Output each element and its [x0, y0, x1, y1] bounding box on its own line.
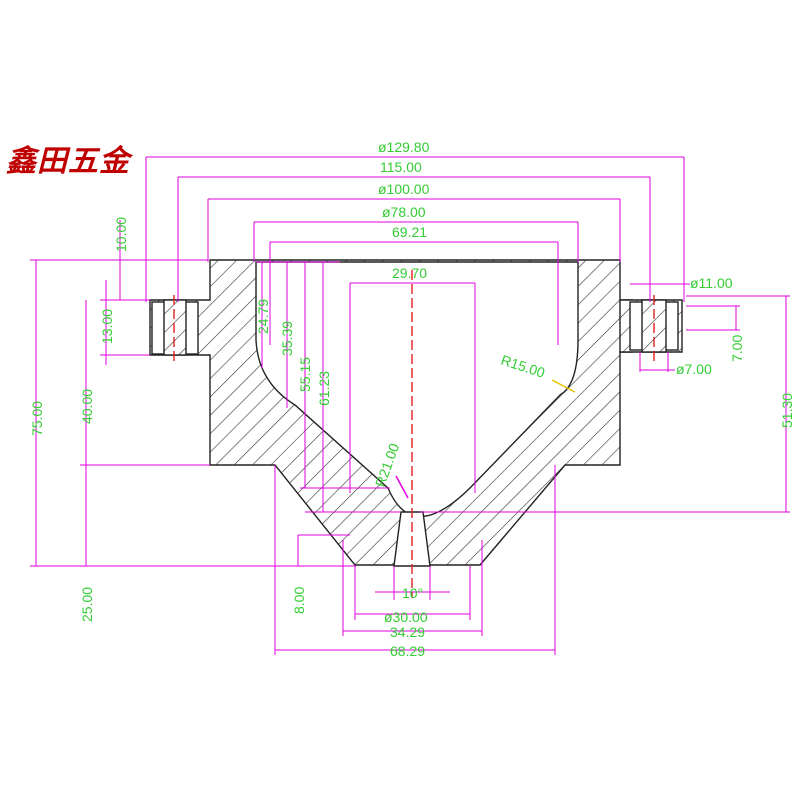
- r15-leader: [551, 379, 576, 393]
- label-h51: 51.30: [779, 393, 795, 428]
- label-h35: 35.39: [279, 321, 295, 356]
- label-w68: 68.29: [390, 643, 425, 659]
- label-h55: 55.15: [297, 357, 313, 392]
- label-h61: 61.23: [316, 371, 332, 406]
- label-h10: 10.00: [113, 217, 129, 252]
- center-lines: [173, 270, 655, 598]
- label-d29: 29.70: [392, 265, 427, 281]
- label-d69: 69.21: [392, 224, 427, 240]
- dimension-lines: [30, 156, 790, 655]
- brand-logo-text: 鑫田五金: [6, 144, 130, 179]
- label-d30: ø30.00: [384, 609, 428, 625]
- label-d78: ø78.00: [382, 204, 426, 220]
- label-h8: 8.00: [291, 587, 307, 614]
- label-d11: ø11.00: [690, 275, 733, 291]
- label-w34: 34.29: [390, 624, 425, 640]
- label-d115: 115.00: [380, 159, 422, 175]
- r21-leader: [395, 475, 409, 499]
- label-h24: 24.79: [255, 299, 271, 334]
- label-d100: ø100.00: [378, 181, 430, 197]
- label-h25: 25.00: [79, 587, 95, 622]
- part-section: [149, 259, 683, 567]
- label-angle10: 10°: [402, 585, 423, 601]
- label-h13: 13.00: [99, 309, 115, 344]
- label-h40: 40.00: [79, 389, 95, 424]
- label-d7: ø7.00: [676, 361, 712, 377]
- left-ear-boss: [163, 299, 187, 356]
- label-d129: ø129.80: [378, 139, 430, 155]
- dimension-labels: ø129.80 115.00 ø100.00 ø78.00 69.21 29.7…: [29, 139, 795, 659]
- label-h75: 75.00: [29, 401, 45, 436]
- label-h7: 7.00: [729, 335, 745, 362]
